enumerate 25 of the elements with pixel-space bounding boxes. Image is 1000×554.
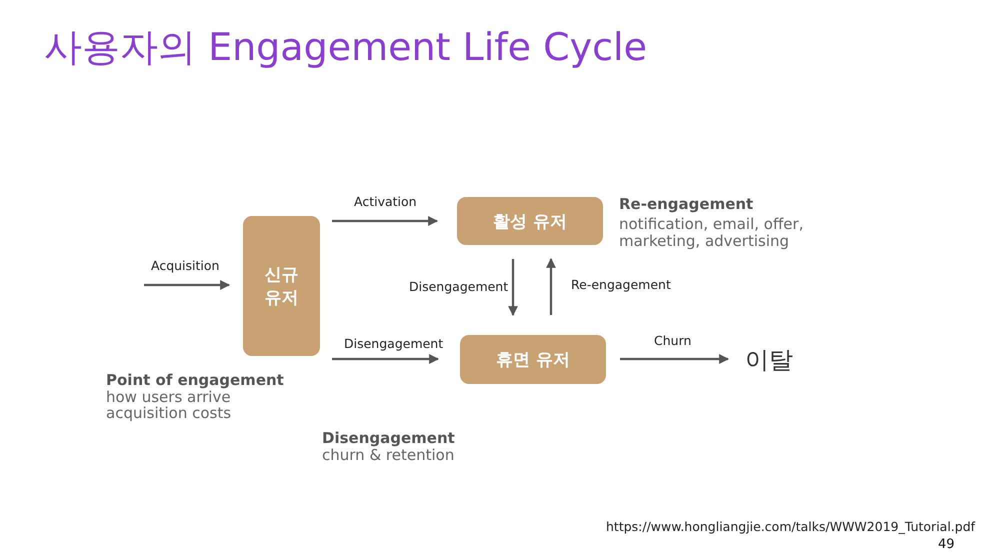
edge-label: Re-engagement — [569, 277, 673, 292]
annotation-text: acquisition costs — [106, 405, 232, 422]
annotation-heading: Disengagement — [322, 430, 455, 447]
slide-title: 사용자의 Engagement Life Cycle — [44, 24, 647, 71]
source-url: https://www.hongliangjie.com/talks/WWW2019_Tutorial.pdf — [606, 518, 976, 535]
arrow — [546, 258, 556, 315]
edge-label: Churn — [652, 333, 694, 348]
page-number: 49 — [938, 536, 955, 553]
edge-label: Disengagement — [407, 279, 510, 294]
edge-label: Disengagement — [342, 336, 446, 351]
annotation-text: churn & retention — [322, 447, 454, 464]
arrow — [508, 259, 518, 316]
process-box: 휴면 유저 — [460, 335, 606, 384]
annotation-text: how users arrive — [106, 389, 231, 406]
annotation-heading: Point of engagement — [106, 372, 284, 389]
arrow — [620, 354, 729, 364]
process-box: 신규 유저 — [243, 216, 320, 356]
process-box: 활성 유저 — [457, 197, 603, 245]
arrow — [144, 280, 230, 290]
node-text: 이탈 — [744, 345, 794, 375]
edge-label: Acquisition — [149, 258, 222, 273]
arrow — [332, 216, 438, 226]
annotation-heading: Re-engagement — [619, 196, 754, 213]
arrow — [332, 354, 439, 364]
annotation-text: notification, email, offer, marketing, advertising — [619, 216, 804, 250]
